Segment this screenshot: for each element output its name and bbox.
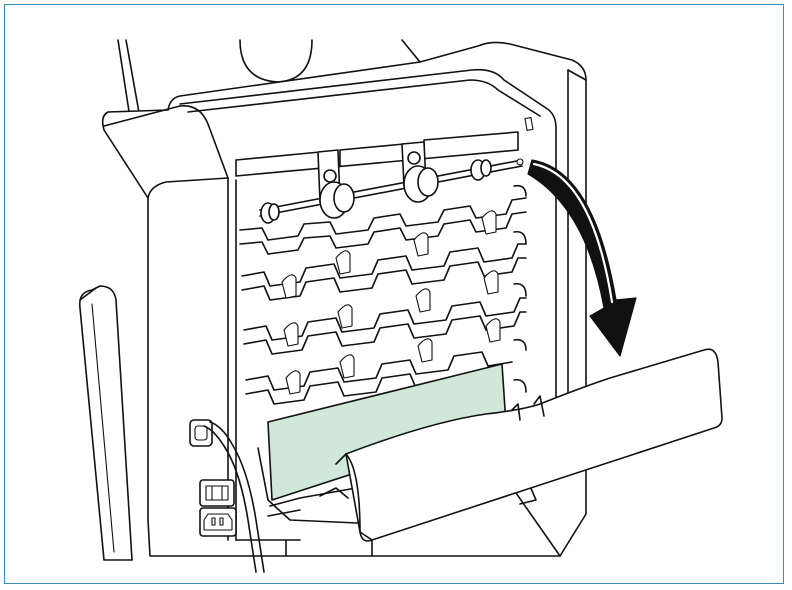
curved-arrow-down-icon xyxy=(527,159,637,357)
feed-roller-shaft xyxy=(235,131,524,224)
power-connectors xyxy=(189,419,237,537)
rear-cover xyxy=(335,348,723,557)
power-cable xyxy=(203,421,265,573)
side-feeder-tray xyxy=(78,285,133,561)
paper-guide-ribs xyxy=(239,184,527,405)
